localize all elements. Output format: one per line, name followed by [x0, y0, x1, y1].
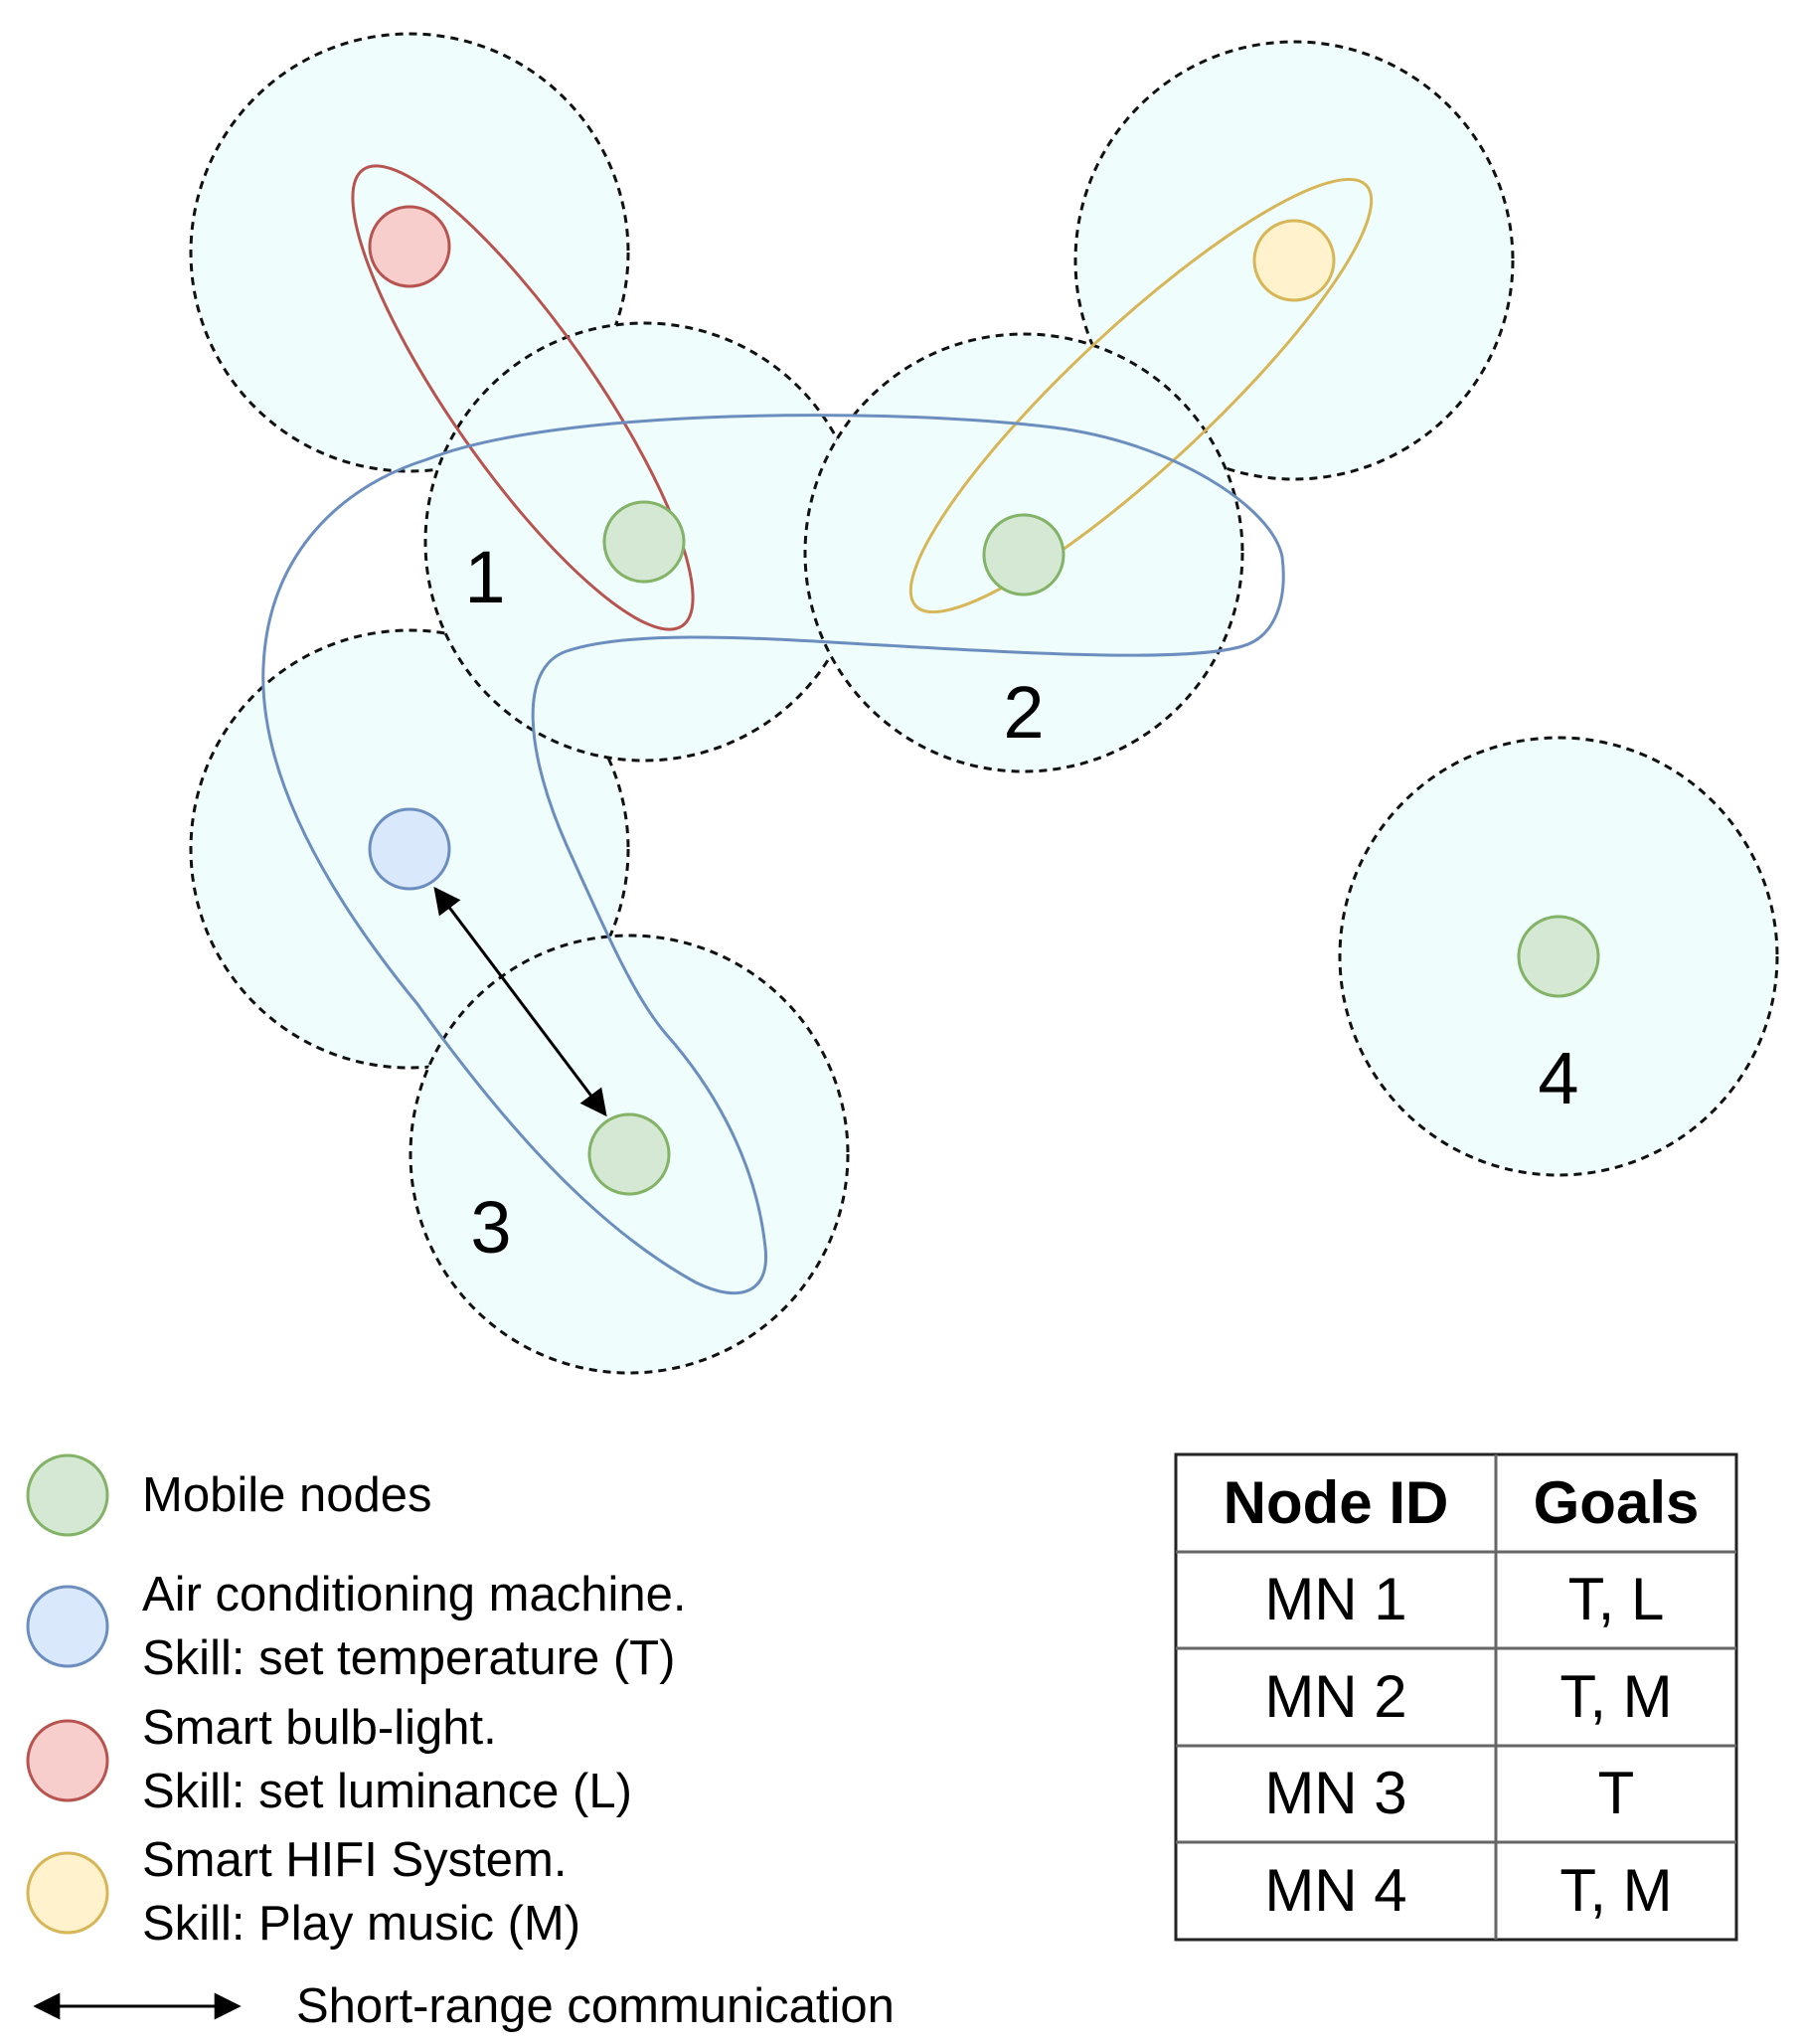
legend-hifi-icon: [26, 1851, 109, 1935]
table-cell-goals: T, M: [1559, 1663, 1672, 1730]
luminance-group-outline: [351, 164, 695, 631]
smart-bulb-device: [368, 205, 451, 288]
legend-bulb-title: Smart bulb-light.: [142, 1701, 497, 1755]
goals-table: Node ID Goals MN 1 T, L MN 2 T, M MN 3 T…: [1174, 1452, 1738, 1942]
table-cell-goals: T, M: [1559, 1857, 1672, 1924]
legend-mobile-nodes: Mobile nodes: [142, 1468, 431, 1522]
node-label-4: 4: [1538, 1037, 1578, 1119]
short-range-link: [433, 886, 607, 1117]
node-label-3: 3: [470, 1186, 511, 1269]
table-header-node-id: Node ID: [1224, 1469, 1449, 1536]
music-group-outline: [908, 177, 1374, 614]
legend-ac-skill: Skill: set temperature (T): [142, 1631, 675, 1685]
legend-hifi-title: Smart HIFI System.: [142, 1833, 567, 1887]
node-label-2: 2: [1003, 671, 1044, 754]
legend-mobile-node-icon: [26, 1453, 109, 1537]
mobile-node-2: [982, 513, 1065, 596]
table-cell-goals: T: [1598, 1760, 1635, 1826]
legend-ac-icon: [26, 1585, 109, 1668]
table-cell-node-id: MN 3: [1264, 1760, 1406, 1826]
legend-hifi-skill: Skill: Play music (M): [142, 1897, 580, 1951]
table-cell-node-id: MN 1: [1264, 1566, 1406, 1632]
table-header-goals: Goals: [1534, 1469, 1700, 1536]
node-label-1: 1: [464, 536, 505, 618]
table-cell-node-id: MN 2: [1264, 1663, 1406, 1730]
table-border: [1174, 1452, 1738, 1942]
mobile-node-4: [1517, 915, 1600, 998]
skill-groups: [261, 164, 1374, 1295]
devices: [368, 205, 1600, 1196]
mobile-node-1: [602, 500, 686, 584]
mobile-node-3: [587, 1112, 671, 1196]
temperature-group-outline: [261, 414, 1285, 1295]
legend: Mobile nodes Air conditioning machine. S…: [26, 1453, 895, 2033]
legend-ac-title: Air conditioning machine.: [142, 1568, 686, 1621]
table-cell-goals: T, L: [1568, 1566, 1665, 1632]
legend-bulb-icon: [26, 1719, 109, 1802]
hifi-system-device: [1252, 219, 1336, 302]
ac-machine-device: [368, 807, 451, 891]
legend-short-range: Short-range communication: [296, 1979, 895, 2033]
legend-bulb-skill: Skill: set luminance (L): [142, 1765, 632, 1818]
table-cell-node-id: MN 4: [1264, 1857, 1406, 1924]
